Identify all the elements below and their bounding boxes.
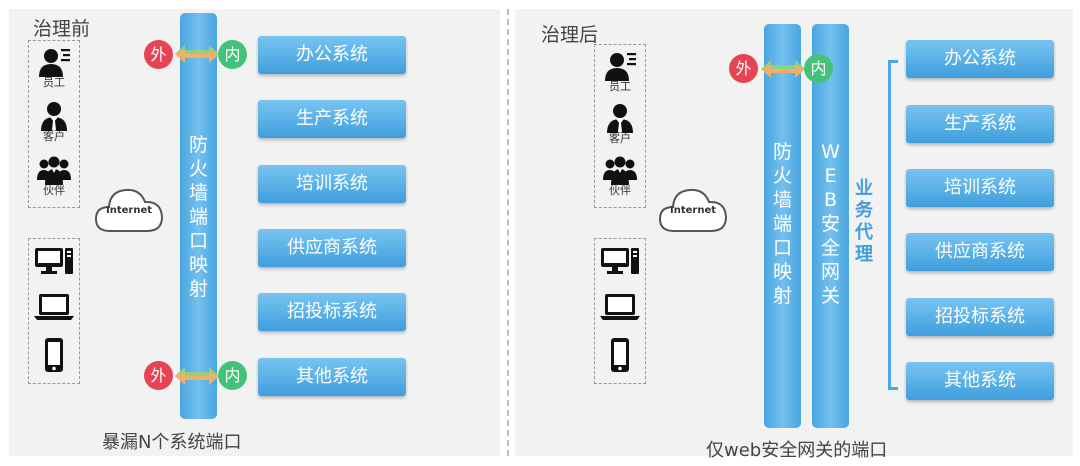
left-actor-group: 员工 客户 伙伴 (28, 40, 80, 208)
firewall-label: 防 火 墙 端 口 映 射 (180, 133, 217, 301)
employee-icon (37, 47, 71, 77)
laptop-icon (33, 291, 75, 321)
partner-icon (37, 155, 71, 185)
device-laptop (595, 291, 645, 321)
system-supplier: 供应商系统 (906, 233, 1054, 271)
device-phone (595, 337, 645, 373)
system-bidding: 招投标系统 (258, 293, 406, 331)
proxy-char: 理 (855, 244, 873, 265)
actor-partner: 伙伴 (595, 155, 645, 197)
gateway-char: 关 (820, 285, 840, 307)
inner-port-badge: 内 (218, 361, 247, 390)
system-other: 其他系统 (906, 362, 1054, 400)
left-internet-cloud: Internet (93, 180, 165, 240)
firewall-char: 映 (772, 261, 792, 283)
actor-customer: 客户 (29, 101, 79, 143)
right-firewall-bar: 防 火 墙 端 口 映 射 (764, 24, 801, 428)
system-production: 生产系统 (258, 100, 406, 138)
actor-employee: 员工 (595, 51, 645, 93)
system-training: 培训系统 (258, 165, 406, 203)
panel-divider (507, 9, 509, 456)
gateway-char: E (824, 165, 837, 187)
right-caption: 仅web安全网关的端口 (706, 440, 888, 461)
gateway-label: W E B 安 全 网 关 (812, 140, 849, 308)
laptop-icon (599, 291, 641, 321)
device-phone (29, 337, 79, 373)
outer-port-badge: 外 (729, 54, 758, 83)
firewall-char: 墙 (772, 189, 792, 211)
proxy-char: 务 (855, 200, 873, 221)
inner-port-badge: 内 (804, 54, 833, 83)
firewall-char: 火 (188, 158, 208, 180)
right-internet-cloud: Internet (657, 180, 729, 240)
actor-label: 员工 (609, 80, 631, 93)
right-title: 治理后 (541, 24, 599, 46)
left-panel (9, 9, 500, 456)
device-desktop (595, 245, 645, 275)
employee-icon (603, 51, 637, 81)
firewall-char: 火 (772, 165, 792, 187)
firewall-char: 墙 (188, 182, 208, 204)
phone-icon (42, 337, 66, 373)
system-office: 办公系统 (258, 36, 406, 74)
device-desktop (29, 245, 79, 275)
firewall-char: 射 (772, 285, 792, 307)
gateway-char: 全 (820, 237, 840, 259)
desktop-icon (599, 245, 641, 275)
actor-partner: 伙伴 (29, 155, 79, 197)
proxy-char: 代 (855, 222, 873, 243)
gateway-char: B (823, 189, 838, 211)
proxy-bracket (888, 60, 898, 390)
actor-employee: 员工 (29, 47, 79, 89)
phone-icon (608, 337, 632, 373)
system-supplier: 供应商系统 (258, 229, 406, 267)
firewall-char: 防 (772, 141, 792, 163)
firewall-char: 射 (188, 278, 208, 300)
firewall-char: 防 (188, 134, 208, 156)
left-device-group (28, 238, 80, 384)
inner-port-badge: 内 (218, 40, 247, 69)
actor-label: 伙伴 (609, 184, 631, 197)
firewall-char: 映 (188, 254, 208, 276)
double-arrow-icon (172, 42, 222, 66)
double-arrow-icon (172, 364, 222, 388)
device-laptop (29, 291, 79, 321)
left-caption: 暴漏N个系统端口 (102, 432, 242, 453)
outer-port-badge: 外 (144, 40, 173, 69)
gateway-char: W (821, 141, 840, 163)
business-proxy-label: 业 务 代 理 (852, 178, 876, 266)
right-device-group (594, 238, 646, 384)
actor-label: 伙伴 (43, 184, 65, 197)
internet-label: Internet (105, 205, 152, 216)
firewall-char: 口 (188, 230, 208, 252)
actor-label: 客户 (609, 132, 631, 145)
outer-port-badge: 外 (144, 361, 173, 390)
actor-label: 员工 (43, 76, 65, 89)
system-office: 办公系统 (906, 40, 1054, 78)
actor-label: 客户 (43, 130, 65, 143)
firewall-label: 防 火 墙 端 口 映 射 (764, 140, 801, 308)
customer-icon (603, 103, 637, 133)
desktop-icon (33, 245, 75, 275)
system-production: 生产系统 (906, 105, 1054, 143)
actor-customer: 客户 (595, 103, 645, 145)
system-bidding: 招投标系统 (906, 298, 1054, 336)
web-security-gateway-bar: W E B 安 全 网 关 (812, 24, 849, 428)
double-arrow-icon (758, 57, 808, 81)
firewall-char: 端 (772, 213, 792, 235)
firewall-char: 口 (772, 237, 792, 259)
gateway-char: 网 (820, 261, 840, 283)
system-training: 培训系统 (906, 169, 1054, 207)
partner-icon (603, 155, 637, 185)
right-actor-group: 员工 客户 伙伴 (594, 44, 646, 208)
gateway-char: 安 (820, 213, 840, 235)
firewall-char: 端 (188, 206, 208, 228)
proxy-char: 业 (855, 178, 873, 199)
left-title: 治理前 (33, 18, 91, 40)
internet-label: Internet (669, 205, 716, 216)
system-other: 其他系统 (258, 358, 406, 396)
left-firewall-bar: 防 火 墙 端 口 映 射 (180, 13, 217, 419)
customer-icon (37, 101, 71, 131)
